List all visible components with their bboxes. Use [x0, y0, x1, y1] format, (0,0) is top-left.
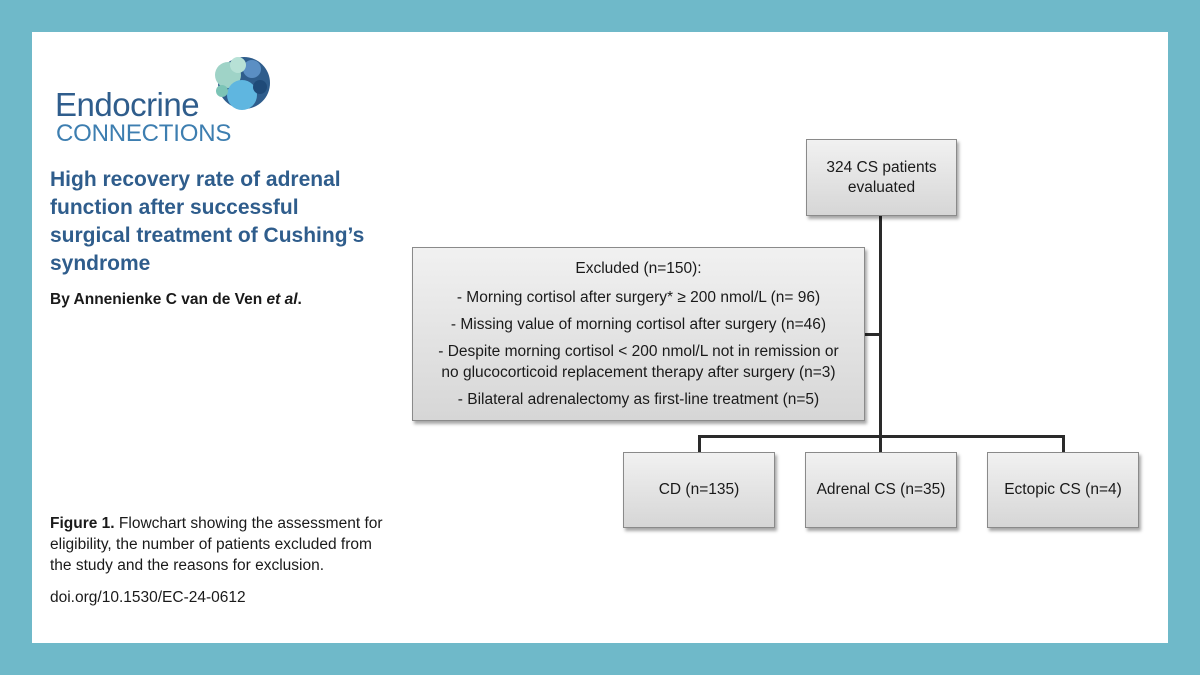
journal-logo-icon — [215, 57, 270, 110]
excluded-reason-4: - Bilateral adrenalectomy as first-line … — [457, 391, 820, 408]
root-line1: 324 CS patients — [826, 158, 937, 176]
byline-etal: et al — [266, 291, 298, 308]
byline: By Annenienke C van de Ven et al. — [50, 291, 302, 309]
figure-label: Figure 1. — [50, 515, 115, 532]
connector-root-trunk — [879, 216, 882, 438]
connector-adrenal-drop — [879, 435, 882, 453]
excluded-box: Excluded (n=150): - Morning cortisol aft… — [412, 247, 865, 421]
excluded-reason-2: - Missing value of morning cortisol afte… — [450, 316, 827, 333]
excluded-reason-1: - Morning cortisol after surgery* ≥ 200 … — [456, 289, 821, 306]
excluded-reason-3a: - Despite morning cortisol < 200 nmol/L … — [438, 343, 839, 360]
connector-cd-drop — [698, 435, 701, 453]
figure-caption-text: Flowchart showing the assessment for eli… — [50, 515, 383, 574]
article-title: High recovery rate of adrenal function a… — [50, 168, 365, 275]
figure-caption: Figure 1. Flowchart showing the assessme… — [50, 513, 395, 576]
root-line2: evaluated — [847, 178, 916, 196]
journal-name-line2: CONNECTIONS — [56, 120, 232, 147]
outcome-box-adrenal: Adrenal CS (n=35) — [805, 452, 957, 528]
outcome-box-cd: CD (n=135) — [623, 452, 775, 528]
connector-excluded-branch — [864, 333, 881, 336]
byline-suffix: . — [297, 291, 302, 308]
doi-link[interactable]: doi.org/10.1530/EC-24-0612 — [50, 589, 246, 606]
root-box: 324 CS patients evaluated — [806, 139, 957, 216]
excluded-reason-3b: no glucocorticoid replacement therapy af… — [441, 364, 836, 381]
outcome-box-ectopic: Ectopic CS (n=4) — [987, 452, 1139, 528]
excluded-heading: Excluded (n=150): — [575, 260, 702, 277]
connector-ectopic-drop — [1062, 435, 1065, 453]
byline-authors: By Annenienke C van de Ven — [50, 291, 267, 308]
journal-name-line1: Endocrine — [55, 86, 200, 123]
